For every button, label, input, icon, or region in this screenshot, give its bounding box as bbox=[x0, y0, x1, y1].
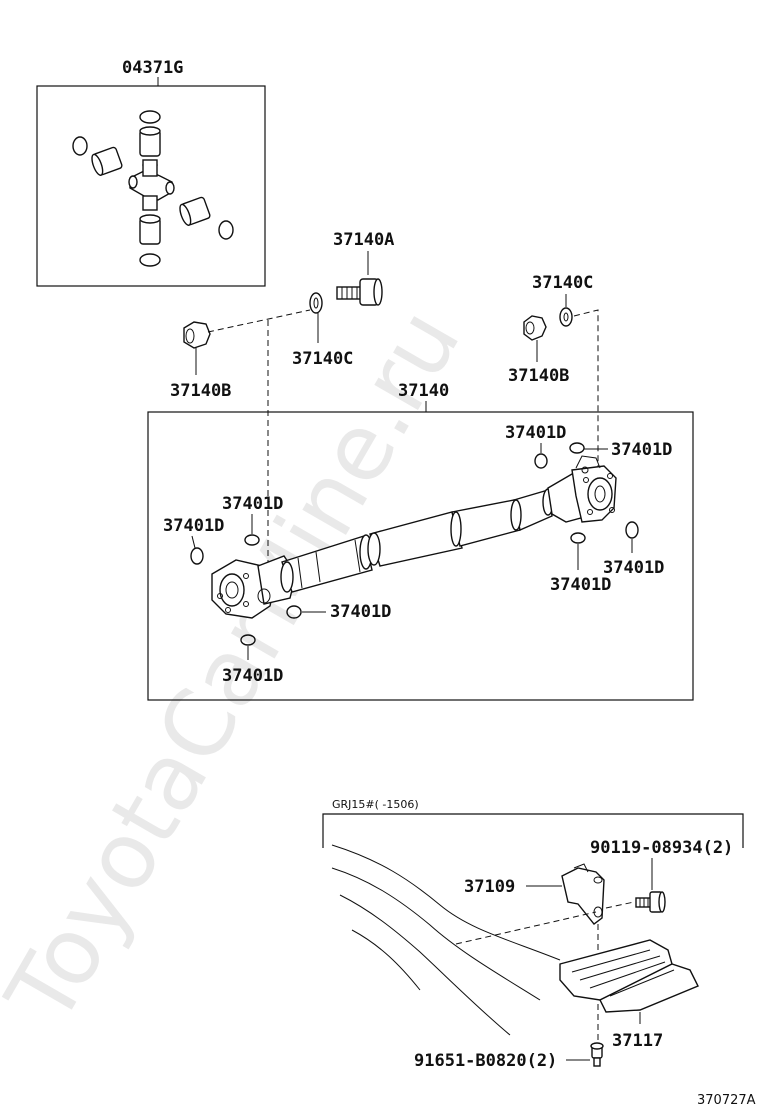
label-37140C-left: 37140C bbox=[292, 349, 353, 369]
snap-ring-4 bbox=[570, 532, 586, 544]
snap-ring-1 bbox=[534, 453, 548, 469]
label-37140A: 37140A bbox=[333, 230, 394, 250]
label-04371G: 04371G bbox=[122, 58, 183, 78]
snap-ring-6 bbox=[190, 547, 204, 565]
snap-ring-5 bbox=[244, 534, 260, 546]
snap-rings bbox=[190, 442, 639, 646]
label-37109: 37109 bbox=[464, 877, 515, 897]
universal-joint-kit-box bbox=[36, 85, 266, 287]
flange-bolt bbox=[336, 278, 383, 306]
label-37401D-left-bottom: 37401D bbox=[330, 602, 391, 622]
label-37140C-right: 37140C bbox=[532, 273, 593, 293]
lock-washer-right bbox=[559, 307, 573, 327]
figure-code: 370727A bbox=[697, 1093, 756, 1108]
label-37401D-left: 37401D bbox=[163, 516, 224, 536]
frame-crossmember bbox=[331, 844, 561, 1036]
label-37401D-right-bottom: 37401D bbox=[603, 558, 664, 578]
label-37140B-right: 37140B bbox=[508, 366, 569, 386]
snap-ring-3 bbox=[625, 521, 639, 539]
propeller-shaft-guard bbox=[559, 939, 699, 1013]
propeller-shaft-box bbox=[147, 411, 694, 701]
snap-ring-8 bbox=[240, 634, 256, 646]
label-91651-B0820: 91651-B0820(2) bbox=[414, 1051, 557, 1071]
lock-washer-left bbox=[309, 292, 323, 314]
label-37401D-top-center: 37401D bbox=[505, 423, 566, 443]
snap-ring-7 bbox=[286, 605, 302, 619]
label-37401D-left-upper: 37401D bbox=[222, 494, 283, 514]
label-90119-08934: 90119-08934(2) bbox=[590, 838, 733, 858]
bracket-bolt bbox=[635, 891, 666, 913]
universal-joint-kit bbox=[72, 110, 234, 267]
label-37401D-right-lower: 37401D bbox=[550, 575, 611, 595]
label-37117: 37117 bbox=[612, 1031, 663, 1051]
flange-nut-left bbox=[183, 321, 211, 349]
condition-bracket bbox=[322, 813, 744, 848]
guard-bolt bbox=[590, 1042, 604, 1067]
label-37401D-bottom-mid: 37401D bbox=[222, 666, 283, 686]
propeller-shaft-assembly bbox=[211, 455, 617, 619]
label-37140B-left: 37140B bbox=[170, 381, 231, 401]
snap-ring-2 bbox=[569, 442, 585, 454]
condition-note: GRJ15#( -1506) bbox=[332, 798, 419, 811]
label-37401D-top-right: 37401D bbox=[611, 440, 672, 460]
flange-nut-right bbox=[523, 315, 547, 341]
label-37140: 37140 bbox=[398, 381, 449, 401]
